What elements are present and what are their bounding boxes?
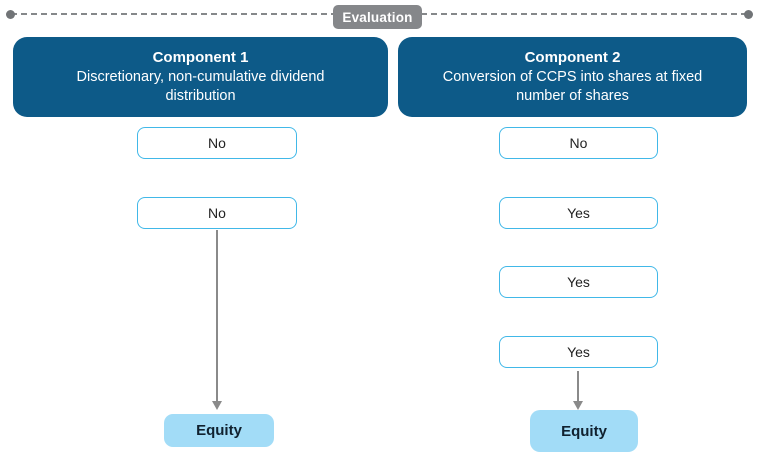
component-1-step-2: No — [137, 197, 297, 229]
line-end-dot-right — [744, 10, 753, 19]
component-2-step-2: Yes — [499, 197, 658, 229]
component-1-step-1: No — [137, 127, 297, 159]
component-1-subtitle: Discretionary, non-cumulative dividend d… — [76, 68, 325, 104]
line-end-dot-left — [6, 10, 15, 19]
component-2-result-box: Equity — [530, 410, 638, 452]
arrow-down-head-component-2 — [573, 401, 583, 410]
evaluation-badge: Evaluation — [333, 5, 422, 29]
arrow-down-line-component-1 — [216, 230, 218, 402]
arrow-down-head-component-1 — [212, 401, 222, 410]
component-2-step-1: No — [499, 127, 658, 159]
component-2-header: Component 2 Conversion of CCPS into shar… — [398, 37, 747, 117]
component-1-header: Component 1 Discretionary, non-cumulativ… — [13, 37, 388, 117]
component-2-step-4: Yes — [499, 336, 658, 368]
component-1-result-box: Equity — [164, 414, 274, 447]
component-2-step-3: Yes — [499, 266, 658, 298]
component-1-title: Component 1 — [152, 48, 249, 66]
component-2-title: Component 2 — [524, 48, 621, 66]
arrow-down-line-component-2 — [577, 371, 579, 402]
component-2-subtitle: Conversion of CCPS into shares at fixed … — [442, 68, 703, 104]
